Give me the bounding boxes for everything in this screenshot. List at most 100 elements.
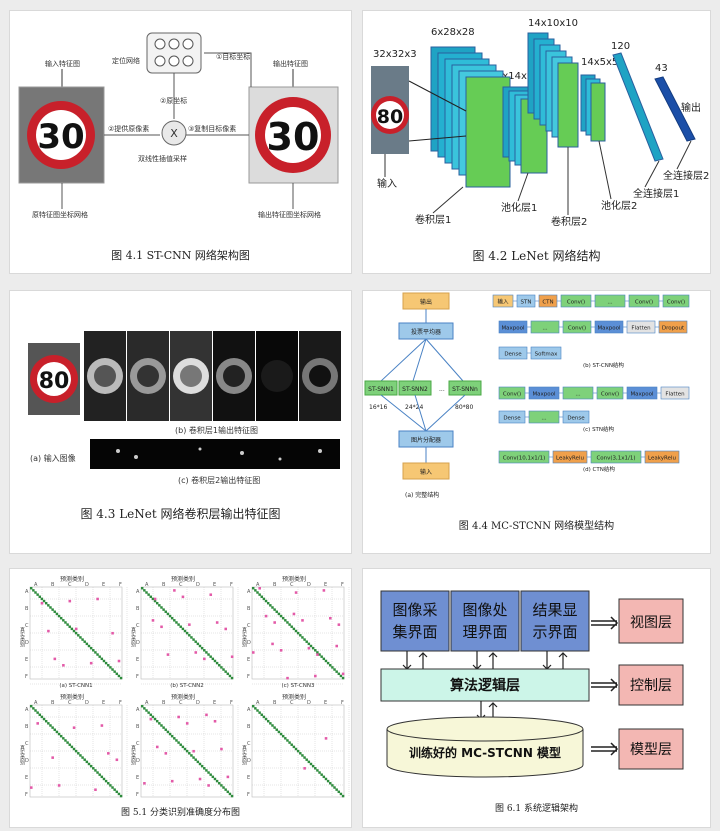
axis-letter: E (213, 582, 216, 588)
figure-4-3-card[interactable]: 80 (b) 卷积层1输出特征图 (a) 输入图像 (c) 卷积层2输出特征图 (9, 290, 352, 554)
axis-letter: A (256, 582, 260, 588)
sampler-x: X (170, 127, 178, 140)
process-ui-line1: 图像处 (462, 601, 507, 619)
layer-box (662, 294, 690, 308)
conv1-feature-maps (84, 331, 341, 421)
axis-letter: B (51, 582, 55, 588)
subfigure-label: (c) STN结构 (583, 425, 615, 433)
figure-6-1-card[interactable]: 图像采 集界面 图像处 理界面 结果显 示界面 视图层 算法逻辑层 控制层 (362, 568, 711, 828)
axis-letter: B (273, 582, 277, 588)
layer-label: Maxpool (630, 392, 654, 398)
model-layer-text: 模型层 (630, 742, 672, 758)
axis-letter: E (213, 700, 216, 706)
axis-letter: D (247, 758, 251, 764)
dim-fc1: 120 (611, 41, 630, 52)
step2b-label: ②提供原像素 (108, 124, 149, 133)
axis-letter: E (25, 657, 28, 663)
layer-label: Conv() (601, 392, 619, 398)
step3-label: ③复制目标像素 (188, 124, 236, 133)
axis-letter: C (179, 582, 183, 588)
axis-letter: F (136, 792, 139, 798)
axis-letter: D (25, 758, 29, 764)
axis-letter: E (324, 700, 327, 706)
output-text: 输出 (420, 298, 432, 306)
layer-label: Dense (504, 352, 522, 358)
true-label: 真实类别 (130, 744, 136, 766)
layer-label: ... (541, 416, 546, 422)
axis-letter: C (25, 741, 29, 747)
axis-letter: C (290, 582, 294, 588)
predicted-label: 预测类别 (171, 575, 195, 583)
model-text: 训练好的 MC-STCNN 模型 (409, 745, 561, 760)
axis-letter: E (247, 657, 250, 663)
fc2-label: 全连接层2 (663, 169, 709, 182)
result-ui-box (520, 590, 590, 652)
capture-ui-line2: 集界面 (392, 623, 437, 641)
control-arrow-icon (591, 678, 619, 692)
locator-label: 定位网络 (112, 56, 140, 65)
axis-letter: A (145, 582, 149, 588)
axis-letter: F (136, 674, 139, 680)
axis-letter: B (25, 606, 29, 612)
axis-letter: B (162, 700, 166, 706)
predicted-label: 预测类别 (60, 575, 84, 583)
layer-label: LeakyRelu (648, 456, 676, 462)
dst-grid-label: 输出特征图坐标网格 (258, 210, 321, 219)
subfigure-label: (a) ST-CNN1 (59, 683, 92, 689)
figure-4-4-card[interactable]: 输出 投票平均器 ST-SNN1 ST-SNN2 ... ST-SNNn 16*… (362, 290, 711, 554)
s1-text: 16*16 (369, 404, 387, 411)
axis-letter: A (145, 700, 149, 706)
result-ui-line2: 示界面 (532, 623, 577, 641)
conv2-feature-maps (90, 439, 340, 469)
subfigure-label: (c) ST-CNN3 (282, 683, 315, 689)
axis-letter: B (162, 582, 166, 588)
axis-letter: E (102, 582, 105, 588)
dim-pool1: 6x14x14 (496, 71, 540, 82)
predicted-label: 预测类别 (60, 693, 84, 701)
axis-letter: A (25, 707, 29, 713)
layer-box (658, 320, 688, 334)
step1-label: ①目标坐标 (216, 52, 250, 61)
axis-letter: C (25, 623, 29, 629)
dim-input: 32x32x3 (373, 49, 417, 60)
axis-letter: E (136, 775, 139, 781)
axis-letter: E (324, 582, 327, 588)
figure-4-4-caption: 图 4.4 MC-STCNN 网络模型结构 (458, 521, 615, 532)
axis-letter: F (247, 674, 250, 680)
figure-4-2-caption: 图 4.2 LeNet 网络结构 (472, 249, 601, 263)
figure-4-1-card[interactable]: 输入特征图 输出特征图 30 30 定位网络 ①目标坐标 ②原坐标 X ②提供原… (9, 10, 352, 274)
axis-letter: A (136, 707, 140, 713)
dim-fc2: 43 (655, 63, 668, 74)
predicted-label: 预测类别 (282, 693, 306, 701)
input-box (402, 462, 450, 480)
sampler-node (161, 120, 187, 146)
figure-4-2-card[interactable]: 32x32x3 6x28x28 6x14x14 14x10x10 14x5x5 … (362, 10, 711, 274)
logic-layer-box (380, 668, 590, 702)
pool2-label: 池化层2 (601, 199, 637, 212)
layer-label: LeakyRelu (556, 456, 584, 462)
axis-letter: E (102, 700, 105, 706)
view-layer-box (618, 598, 684, 644)
axis-letter: D (85, 582, 89, 588)
true-label: 真实类别 (19, 626, 25, 648)
figure-4-1-caption: 图 4.1 ST-CNN 网络架构图 (111, 249, 250, 262)
axis-letter: E (136, 657, 139, 663)
layer-label: Dropout (662, 326, 685, 332)
axis-letter: D (307, 582, 311, 588)
st-cnn-architecture-diagram: 输入特征图 输出特征图 30 30 定位网络 ①目标坐标 ②原坐标 X ②提供原… (18, 32, 339, 219)
view-layer-text: 视图层 (630, 615, 672, 631)
src-grid-label: 原特征图坐标网格 (32, 210, 88, 219)
sign-value-80: 80 (39, 369, 70, 394)
layer-label: Conv() (503, 392, 521, 398)
input-map-label: 输入特征图 (45, 59, 80, 68)
model-cylinder (386, 716, 584, 778)
axis-letter: D (247, 640, 251, 646)
layer-label: 输入 (497, 298, 509, 306)
axis-letter: E (25, 775, 28, 781)
